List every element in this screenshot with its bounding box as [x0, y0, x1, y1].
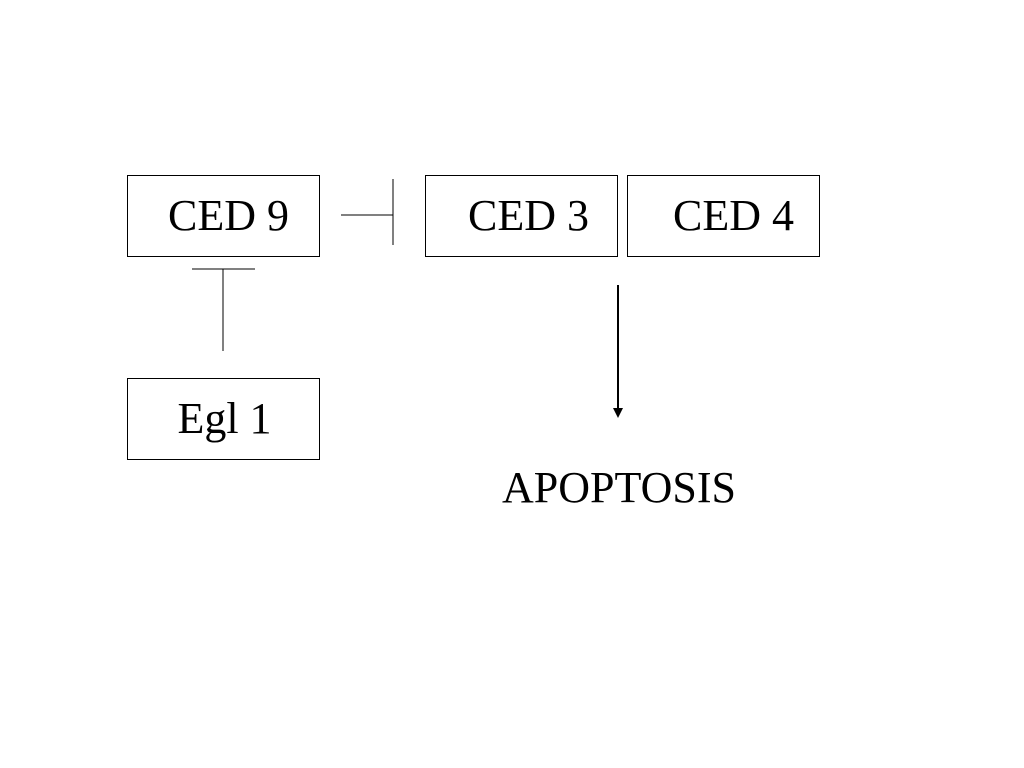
edge-ced9-inhibits-ced3	[341, 179, 394, 245]
edge-ced3-activates-apoptosis	[613, 285, 623, 418]
node-ced9: CED 9	[127, 175, 320, 257]
node-ced4-label: CED 4	[673, 191, 794, 240]
edge-egl1-inhibits-ced9	[192, 268, 255, 351]
node-ced3-label: CED 3	[468, 191, 589, 240]
outcome-apoptosis-label: APOPTOSIS	[502, 463, 736, 512]
node-egl1: Egl 1	[127, 378, 320, 460]
arrowhead-icon	[613, 408, 623, 418]
node-ced4: CED 4	[627, 175, 820, 257]
node-ced3: CED 3	[425, 175, 618, 257]
node-egl1-label: Egl 1	[177, 394, 272, 443]
node-ced9-label: CED 9	[168, 191, 289, 240]
